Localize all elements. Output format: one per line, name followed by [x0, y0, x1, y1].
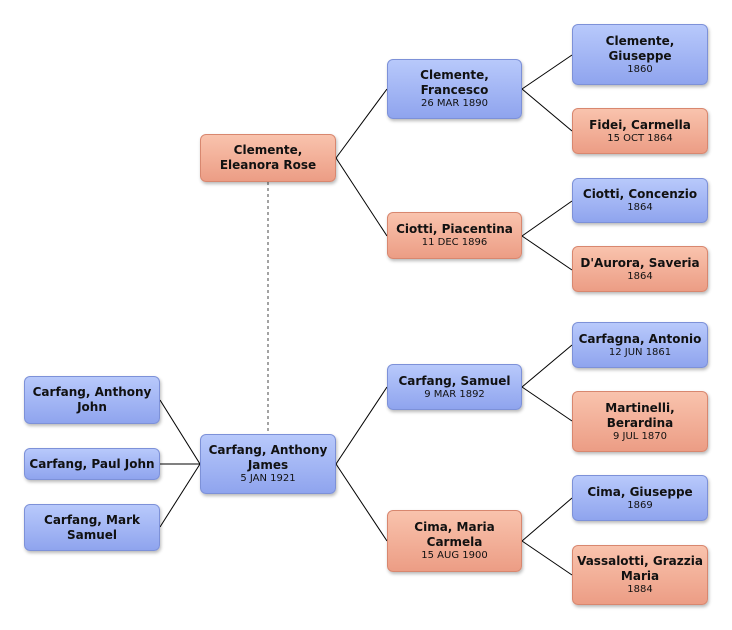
person-name: Clemente, Giuseppe — [605, 33, 675, 63]
person-name: Clemente, Eleanora Rose — [219, 143, 317, 172]
connector-mariacarmela-grazzia — [521, 540, 573, 576]
person-martinelli-berardina[interactable]: Martinelli, Berardina 9 JUL 1870 — [572, 391, 708, 452]
connector-samuel-berardina — [521, 386, 573, 422]
connector-anthonyjohn-anthonyjames — [159, 399, 201, 465]
connector-piacentina-saveria — [521, 235, 573, 271]
connector-francesco-giuseppe — [521, 54, 573, 90]
person-date: 15 AUG 1900 — [421, 550, 488, 561]
person-name: Ciotti, Concenzio — [582, 187, 698, 201]
person-ciotti-concenzio[interactable]: Ciotti, Concenzio 1864 — [572, 178, 708, 223]
connector-eleanora-piacentina — [335, 157, 388, 237]
person-cima-maria-carmela[interactable]: Cima, Maria Carmela 15 AUG 1900 — [387, 510, 522, 572]
person-vassalotti-grazzia-maria[interactable]: Vassalotti, Grazzia Maria 1884 — [572, 545, 708, 605]
person-date: 26 MAR 1890 — [421, 98, 488, 109]
connector-mariacarmela-giuseppe — [521, 497, 573, 542]
person-name: Carfang, Anthony James — [208, 443, 328, 472]
person-carfang-anthony-james[interactable]: Carfang, Anthony James 5 JAN 1921 — [200, 434, 336, 494]
person-carfang-paul-john[interactable]: Carfang, Paul John — [24, 448, 160, 480]
connector-samuel-antonio — [521, 344, 573, 388]
person-name: Ciotti, Piacentina — [396, 222, 513, 236]
person-name: Carfang, Paul John — [29, 456, 155, 471]
person-date: 1884 — [627, 584, 653, 595]
connector-anthonyjames-samuel — [335, 386, 388, 465]
person-daurora-saveria[interactable]: D'Aurora, Saveria 1864 — [572, 246, 708, 292]
connector-piacentina-concenzio — [521, 200, 573, 237]
connector-francesco-carmella — [521, 88, 573, 132]
person-date: 1864 — [627, 270, 653, 282]
person-carfang-samuel[interactable]: Carfang, Samuel 9 MAR 1892 — [387, 364, 522, 410]
person-name: Carfagna, Antonio — [578, 331, 702, 346]
person-clemente-eleanora-rose[interactable]: Clemente, Eleanora Rose — [200, 134, 336, 182]
person-date: 11 DEC 1896 — [421, 237, 488, 248]
person-carfang-anthony-john[interactable]: Carfang, Anthony John — [24, 376, 160, 424]
connector-anthonyjames-mariacarmela — [335, 463, 388, 542]
person-date: 1869 — [627, 499, 653, 511]
person-date: 9 MAR 1892 — [424, 388, 485, 400]
connector-eleanora-francesco — [335, 88, 388, 159]
person-name: Martinelli, Berardina — [605, 400, 675, 430]
person-ciotti-piacentina[interactable]: Ciotti, Piacentina 11 DEC 1896 — [387, 212, 522, 259]
person-date: 15 OCT 1864 — [607, 132, 673, 144]
person-date: 9 JUL 1870 — [612, 430, 667, 442]
person-name: Clemente, Francesco — [420, 68, 489, 97]
person-clemente-giuseppe[interactable]: Clemente, Giuseppe 1860 — [572, 24, 708, 85]
person-carfagna-antonio[interactable]: Carfagna, Antonio 12 JUN 1861 — [572, 322, 708, 368]
person-name: Cima, Maria Carmela — [414, 520, 495, 549]
person-name: Carfang, Mark Samuel — [44, 512, 140, 542]
person-fidei-carmella[interactable]: Fidei, Carmella 15 OCT 1864 — [572, 108, 708, 154]
person-clemente-francesco[interactable]: Clemente, Francesco 26 MAR 1890 — [387, 59, 522, 119]
person-name: Carfang, Anthony John — [32, 385, 152, 414]
person-date: 1860 — [627, 63, 653, 75]
person-name: Vassalotti, Grazzia Maria — [577, 554, 703, 583]
connector-marksamuel-anthonyjames — [159, 463, 201, 528]
person-name: Carfang, Samuel — [398, 373, 511, 388]
person-cima-giuseppe[interactable]: Cima, Giuseppe 1869 — [572, 475, 708, 521]
person-date: 5 JAN 1921 — [240, 473, 296, 484]
person-name: Fidei, Carmella — [589, 117, 691, 132]
person-date: 1864 — [627, 202, 653, 213]
person-carfang-mark-samuel[interactable]: Carfang, Mark Samuel — [24, 504, 160, 551]
person-name: D'Aurora, Saveria — [580, 255, 700, 270]
person-date: 12 JUN 1861 — [608, 346, 672, 358]
person-name: Cima, Giuseppe — [587, 484, 693, 499]
